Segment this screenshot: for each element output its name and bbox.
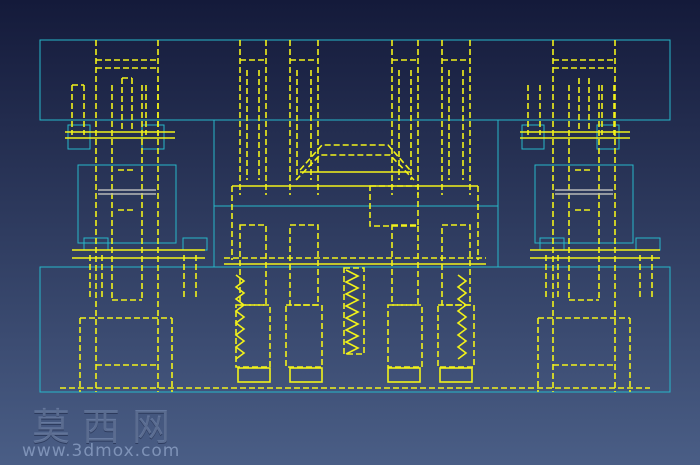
left-guide-housing — [77, 164, 177, 244]
right-inner-bolt-head — [521, 124, 545, 150]
plate-outlines — [39, 39, 671, 393]
watermark-url: www.3dmox.com — [22, 441, 181, 461]
right-outer-bolt-head — [596, 124, 620, 150]
right-guide-housing — [534, 164, 634, 244]
left-guide-pillar-assembly — [65, 40, 205, 392]
watermark-brand: 莫西网 — [32, 405, 183, 449]
center-punch-assembly — [224, 40, 486, 383]
left-outer-bolt-head — [67, 124, 91, 150]
right-guide-pillar-assembly — [520, 40, 660, 392]
left-inner-bolt-head — [141, 124, 165, 150]
stripper-block — [213, 205, 499, 268]
